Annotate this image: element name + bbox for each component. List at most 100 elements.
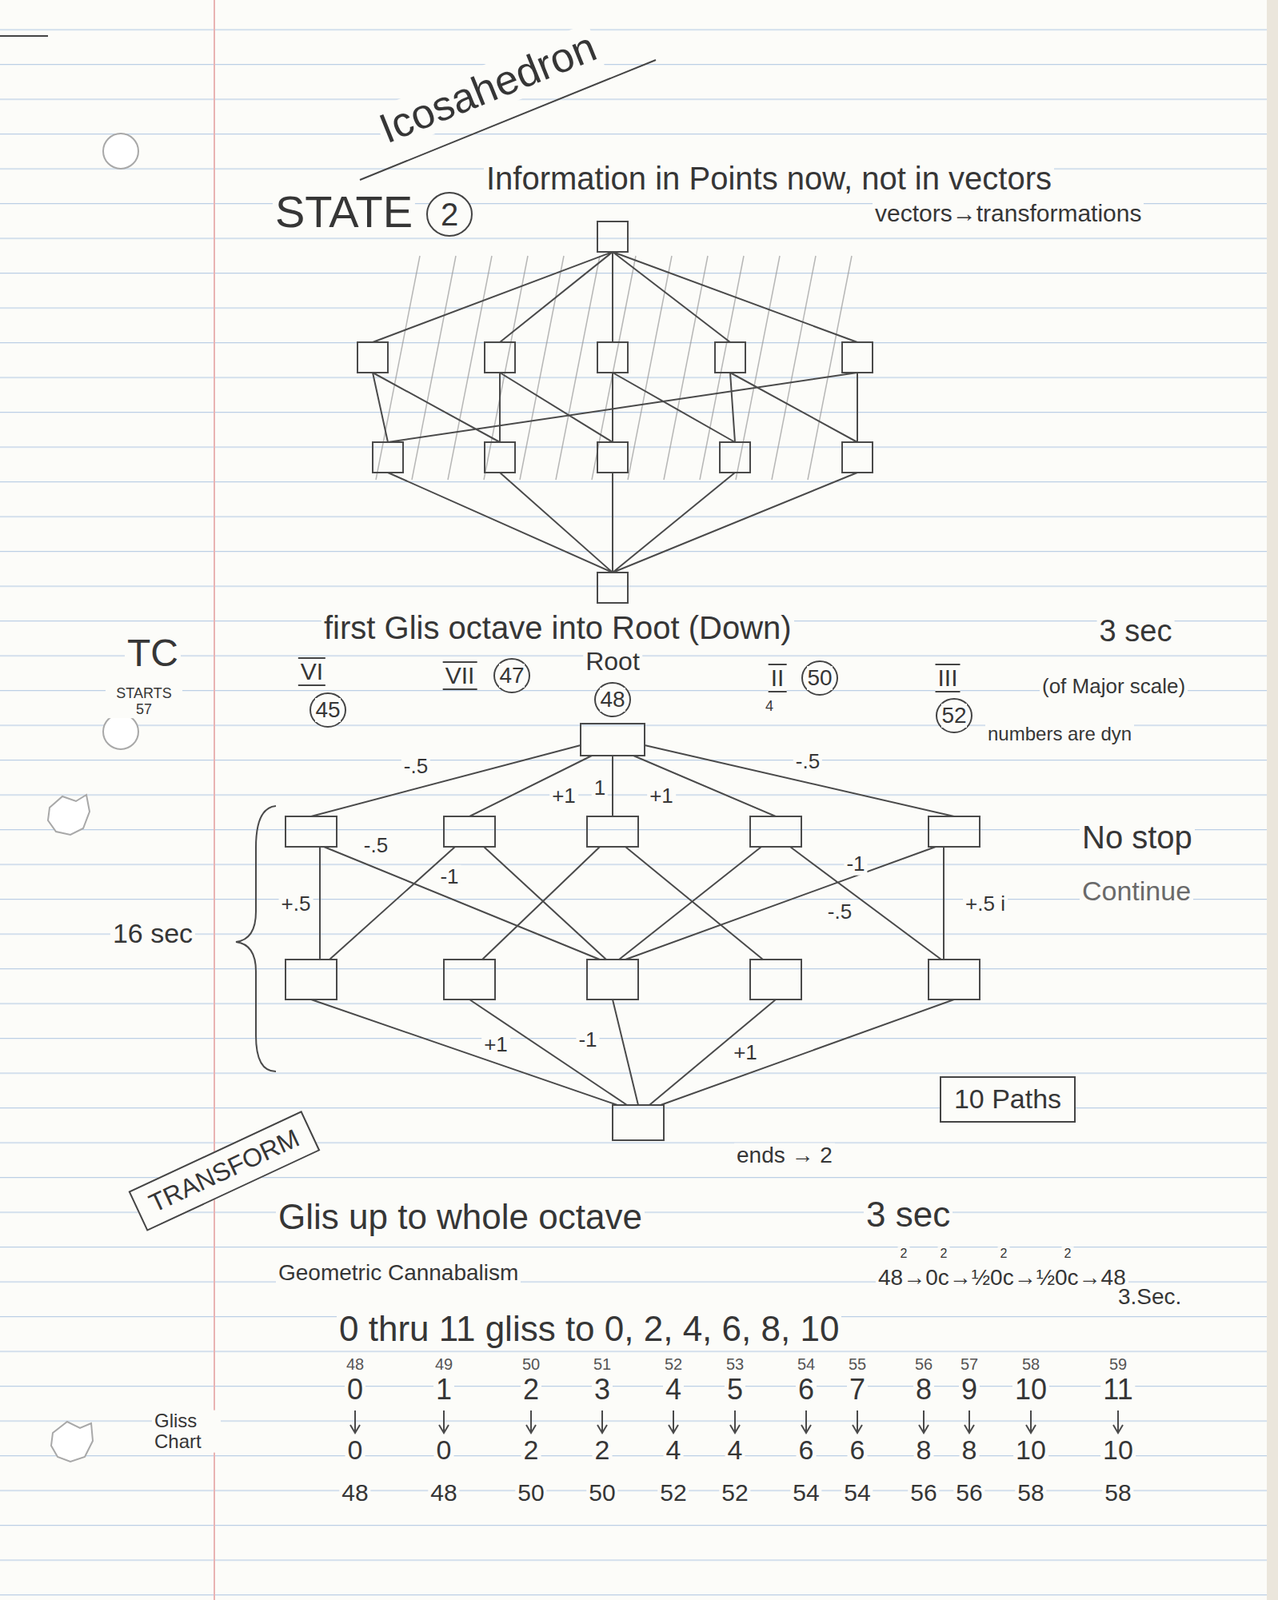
handwritten-note: 10	[1012, 1373, 1050, 1406]
handwritten-note: Root	[583, 647, 643, 676]
path-graph	[311, 745, 955, 817]
handwritten-note: +1	[549, 784, 579, 808]
icosahedron-graph	[597, 221, 628, 252]
handwritten-note: 48→0c→½0c→½0c→48	[875, 1266, 1129, 1291]
path-graph	[587, 816, 639, 847]
handwritten-note: Geometric Cannabalism	[275, 1261, 521, 1286]
path-graph	[750, 816, 802, 847]
roman-numeral: VI	[298, 657, 326, 687]
handwritten-note: 7	[846, 1373, 868, 1406]
handwritten-note: 4	[662, 1373, 684, 1406]
node-text: 50	[806, 666, 832, 691]
icosahedron-graph	[357, 342, 388, 373]
gliss-arrow	[918, 1410, 929, 1434]
path-graph	[928, 959, 980, 1000]
pencil-hatching	[375, 255, 852, 480]
handwritten-note: 2	[898, 1246, 911, 1262]
handwritten-note: Glis up to whole octave	[275, 1198, 645, 1237]
gliss-arrow	[668, 1410, 679, 1434]
handwritten-note: vectors→transformations	[872, 199, 1144, 227]
paper	[1266, 0, 1278, 1600]
path-graph	[587, 959, 639, 1000]
handwritten-note: 5	[724, 1373, 746, 1406]
handwritten-note: 1	[433, 1373, 455, 1406]
handwritten-note: 6	[795, 1373, 817, 1406]
handwritten-note: +.5	[279, 892, 314, 916]
handwritten-note: 6	[847, 1435, 868, 1466]
handwritten-note: -1	[843, 852, 867, 876]
handwritten-note: -1	[575, 1028, 600, 1052]
handwritten-note: -.5	[793, 750, 823, 774]
path-graph	[285, 723, 980, 1141]
handwritten-note: 51	[591, 1355, 614, 1374]
roman-numeral: III	[934, 663, 960, 693]
icosahedron-graph	[372, 251, 858, 343]
pencil-hatching	[591, 255, 636, 480]
pencil-hatching	[519, 255, 564, 480]
handwritten-note: 48	[339, 1479, 371, 1506]
icosahedron-graph	[719, 442, 751, 473]
gliss-arrow	[350, 1410, 1123, 1434]
icosahedron-graph	[372, 442, 404, 473]
icosahedron-graph	[372, 372, 858, 443]
handwritten-note: 50	[519, 1355, 543, 1374]
handwritten-note: 6	[796, 1435, 817, 1466]
gliss-arrow	[350, 1410, 360, 1434]
path-graph	[319, 846, 607, 960]
gliss-arrow	[526, 1410, 536, 1434]
gliss-arrow	[852, 1410, 863, 1434]
handwritten-note: 52	[657, 1479, 689, 1506]
gliss-arrow	[439, 1410, 449, 1434]
pencil-hatching	[807, 255, 852, 480]
pencil-hatching	[699, 255, 744, 480]
path-graph	[285, 816, 337, 847]
pencil-hatching	[735, 255, 780, 480]
handwritten-note: 56	[907, 1479, 939, 1506]
handwritten-note: 8	[914, 1435, 935, 1466]
handwritten-note: STARTS 57	[105, 686, 183, 719]
gliss-arrow	[801, 1410, 811, 1434]
handwritten-note: 0	[344, 1373, 366, 1406]
roman-numeral: II	[768, 663, 787, 693]
path-graph	[443, 816, 496, 847]
pencil-hatching	[411, 255, 456, 480]
path-graph	[750, 959, 802, 1000]
handwritten-note: STATE	[272, 187, 416, 237]
circled-number: 50	[800, 658, 839, 698]
handwritten-note: 3 sec	[863, 1195, 953, 1235]
handwritten-note: TC	[124, 632, 181, 675]
node-text: 45	[315, 698, 340, 723]
handwritten-note: 3.Sec.	[1115, 1285, 1184, 1310]
handwritten-note: 58	[1102, 1479, 1134, 1506]
handwritten-note: 1	[591, 776, 608, 800]
handwritten-note: 0	[345, 1435, 366, 1466]
handwritten-note: -.5	[361, 834, 391, 858]
handwritten-note: 10	[1100, 1435, 1136, 1466]
handwritten-note: -.5	[825, 900, 855, 924]
handwritten-note: 55	[846, 1355, 869, 1374]
circled-number: 45	[308, 690, 348, 730]
handwritten-note: 48	[427, 1479, 460, 1506]
handwritten-note: 16 sec	[110, 918, 196, 949]
path-graph	[928, 816, 980, 847]
handwritten-note: Information in Points now, not in vector…	[483, 160, 1055, 196]
roman-numeral: VII	[443, 661, 478, 691]
handwritten-note: 0 thru 11 gliss to 0, 2, 4, 6, 8, 10	[336, 1309, 842, 1349]
gliss-arrow	[597, 1410, 608, 1434]
handwritten-note: 49	[432, 1355, 456, 1374]
handwritten-note: 50	[586, 1479, 618, 1506]
punch-hole	[47, 794, 90, 835]
path-graph	[285, 959, 337, 1000]
handwritten-note: 56	[953, 1479, 985, 1506]
handwritten-note: 11	[1100, 1373, 1135, 1406]
punch-hole	[103, 133, 139, 169]
pencil-hatching	[555, 255, 600, 480]
node-text: 10 Paths	[954, 1084, 1062, 1115]
circle-outline	[936, 698, 972, 733]
handwritten-note: 0	[434, 1435, 455, 1466]
handwritten-note: 8	[913, 1373, 935, 1406]
path-graph	[311, 999, 955, 1106]
